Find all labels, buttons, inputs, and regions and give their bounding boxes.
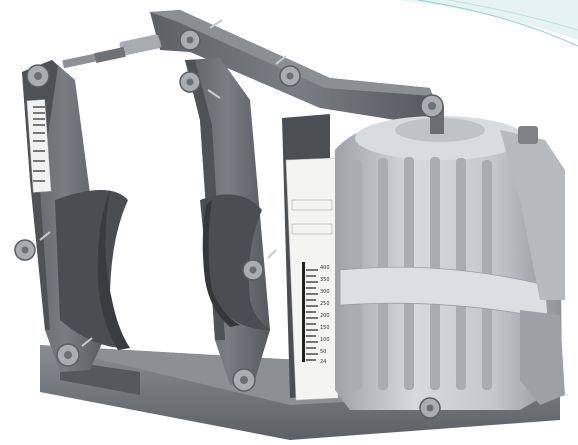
cotter-pins — [39, 19, 287, 347]
hydraulic-thruster — [335, 116, 565, 410]
scale-plate — [282, 114, 339, 401]
right-brake-shoe — [200, 194, 270, 330]
scale-label-200: 200 — [320, 313, 330, 319]
scale-label-300: 300 — [320, 289, 330, 295]
scale-label-350: 350 — [320, 277, 330, 283]
pivot-pins — [14, 29, 444, 419]
scale-label-250: 250 — [320, 301, 330, 307]
scale-label-50: 50 — [320, 349, 327, 355]
scale-label-100: 100 — [320, 337, 330, 343]
scale-label-400: 400 — [320, 265, 330, 271]
left-brake-shoe — [55, 190, 130, 350]
nameplate — [26, 99, 52, 193]
adjusting-rod — [62, 34, 162, 69]
scale-label-150: 150 — [320, 325, 330, 331]
corner-swoosh-decoration — [398, 0, 578, 47]
scale-label-start: 24 — [320, 359, 327, 365]
